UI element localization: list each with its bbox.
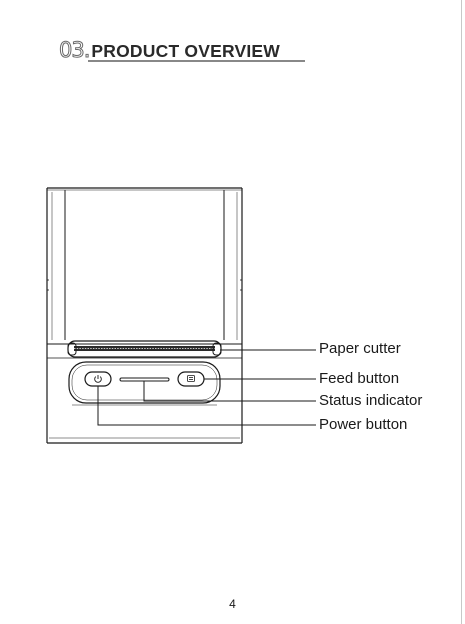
callout-power-button: Power button [319,416,407,433]
callout-status-indicator: Status indicator [319,392,422,409]
power-button[interactable] [85,372,111,386]
callout-feed-button: Feed button [319,370,399,387]
feed-button[interactable] [178,372,204,386]
paper-cutter [68,341,221,357]
status-indicator [120,378,169,381]
leader-lines [98,350,316,425]
paper-feed-icon [188,376,195,382]
page-number: 4 [0,597,465,611]
power-icon [95,375,102,382]
callout-paper-cutter: Paper cutter [319,340,401,357]
